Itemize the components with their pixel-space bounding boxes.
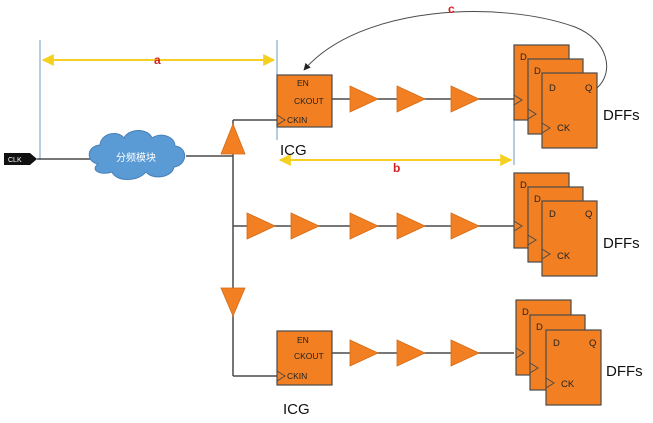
dff-mid-ck: CK	[557, 251, 571, 262]
dff-bottom-d-back: D	[522, 307, 529, 318]
dimension-c-label: c	[448, 2, 455, 16]
dff-top-d-mid: D	[534, 66, 541, 77]
dimension-a-label: a	[154, 53, 161, 67]
icg-top-ckin: CKIN	[287, 115, 307, 125]
buffer-top-1	[349, 85, 379, 113]
dff-stack-top: D D D Q CK	[513, 44, 598, 149]
buffer-bottom-3	[450, 339, 480, 367]
buffer-top-3	[450, 85, 480, 113]
dimension-b-label: b	[393, 161, 400, 175]
icg-top-ckout: CKOUT	[294, 96, 324, 106]
dff-mid-q: Q	[585, 209, 592, 220]
icg-bottom-ckin: CKIN	[287, 371, 307, 381]
dff-top-q: Q	[585, 83, 592, 94]
clk-port-label: CLK	[8, 157, 22, 164]
divider-label: 分频模块	[116, 151, 156, 164]
dff-bottom-q: Q	[589, 338, 596, 349]
clk-port	[4, 153, 37, 165]
icg-cell-top: EN CKOUT CKIN	[276, 74, 333, 128]
buffer-mid-1	[246, 212, 276, 240]
dff-mid-label: DFFs	[603, 235, 640, 252]
buffer-mid-2	[290, 212, 320, 240]
dff-bottom-ck: CK	[561, 379, 575, 390]
dff-mid-d: D	[549, 209, 556, 220]
dff-bottom-label: DFFs	[606, 363, 643, 380]
dff-top-label: DFFs	[603, 107, 640, 124]
icg-bottom-en: EN	[297, 335, 309, 345]
icg-bottom-ckout: CKOUT	[294, 351, 324, 361]
buffer-mid-4	[396, 212, 426, 240]
dff-top-d-back: D	[520, 52, 527, 63]
dff-mid-d-back: D	[520, 180, 527, 191]
icg-top-en: EN	[297, 78, 309, 88]
dff-stack-middle: D D D Q CK	[513, 172, 598, 277]
buffer-mid-5	[450, 212, 480, 240]
buffer-trunk-down	[220, 287, 246, 318]
dff-stack-bottom: D D D Q CK	[515, 299, 602, 406]
buffer-mid-3	[349, 212, 379, 240]
icg-top-label: ICG	[280, 142, 307, 159]
dff-bottom-d-mid: D	[536, 322, 543, 333]
buffer-trunk-up	[220, 122, 246, 155]
dff-top-d: D	[549, 83, 556, 94]
dff-bottom-d: D	[553, 338, 560, 349]
divider-cloud	[88, 130, 186, 180]
buffer-bottom-1	[349, 339, 379, 367]
icg-cell-bottom: EN CKOUT CKIN	[276, 330, 333, 386]
buffer-top-2	[396, 85, 426, 113]
icg-bottom-label: ICG	[283, 401, 310, 418]
dff-mid-d-mid: D	[534, 194, 541, 205]
dff-top-ck: CK	[557, 123, 571, 134]
feedback-arc-c	[303, 11, 608, 89]
buffer-bottom-2	[396, 339, 426, 367]
